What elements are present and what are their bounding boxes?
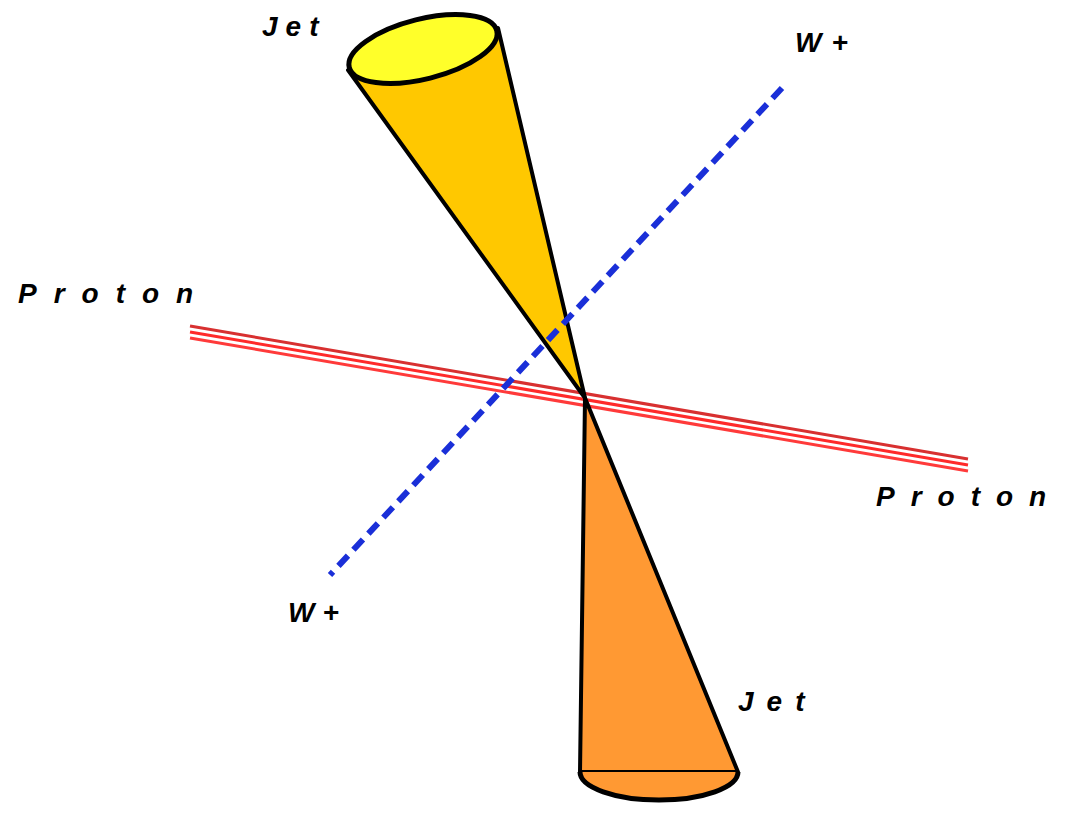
proton-label: Proton bbox=[18, 279, 210, 310]
jet-label: Jet bbox=[738, 687, 817, 718]
w-boson-label: W+ bbox=[795, 28, 858, 59]
jet-label: Jet bbox=[262, 12, 326, 43]
w-boson-line bbox=[330, 88, 782, 575]
jet-cone-bottom bbox=[580, 398, 738, 800]
w-boson-label: W+ bbox=[288, 598, 347, 629]
proton-beam bbox=[190, 326, 968, 471]
proton-label: Proton bbox=[876, 482, 1062, 513]
